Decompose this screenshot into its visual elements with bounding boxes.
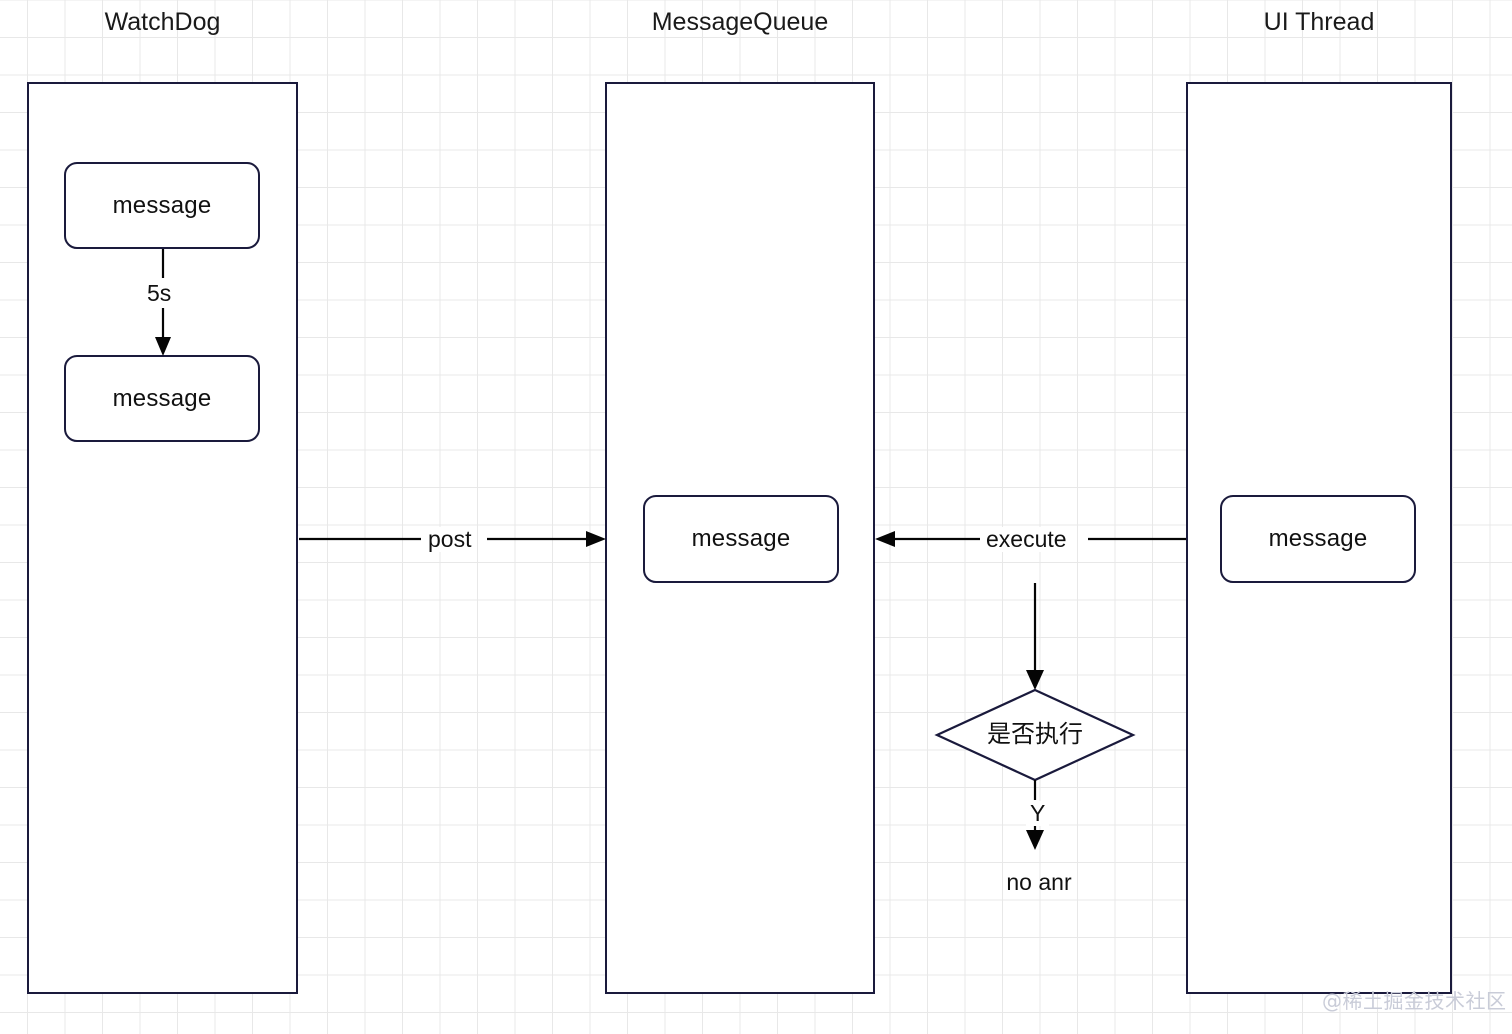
node-messagequeue-message[interactable]: message: [643, 495, 839, 583]
node-label: message: [1268, 525, 1368, 552]
edge-label-yes: Y: [1026, 801, 1050, 826]
edge-label-5s: 5s: [143, 281, 176, 306]
watermark: @稀土掘金技术社区: [1322, 989, 1507, 1013]
node-uithread-message[interactable]: message: [1220, 495, 1416, 583]
node-label: message: [112, 384, 212, 412]
node-label: message: [691, 525, 791, 552]
edge-label-post: post: [424, 527, 476, 552]
edge-execute-to-decision: [1026, 583, 1044, 690]
node-watchdog-message-1[interactable]: message: [64, 162, 260, 249]
lane-title-watchdog: WatchDog: [104, 8, 221, 36]
node-label: message: [112, 191, 212, 219]
edge-label-execute: execute: [982, 527, 1071, 552]
lane-title-uithread: UI Thread: [1263, 8, 1375, 36]
node-watchdog-message-2[interactable]: message: [64, 355, 260, 442]
decision-label: 是否执行: [987, 720, 1083, 748]
lane-title-messagequeue: MessageQueue: [651, 8, 829, 36]
terminal-no-anr: no anr: [1006, 869, 1072, 895]
